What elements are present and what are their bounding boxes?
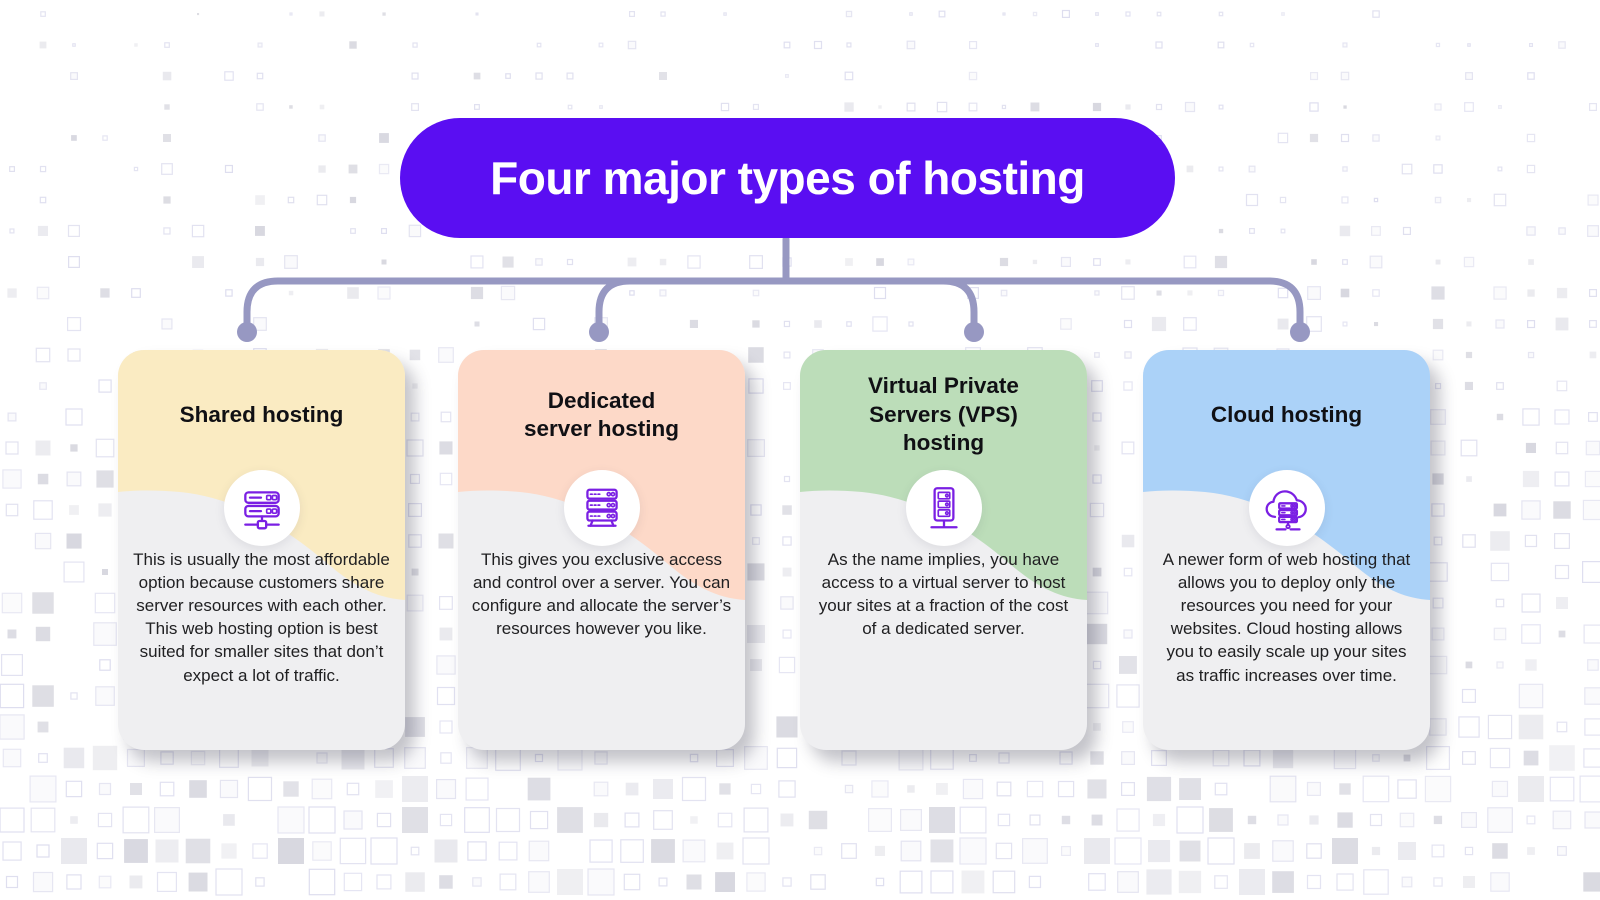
branch-line-3 [939,277,978,336]
connector-dot-2 [589,322,609,342]
main-branch-line [243,277,1304,336]
card-description: A newer form of web hosting that allows … [1162,550,1411,685]
dedicated-server-rack-icon [563,470,640,546]
branch-line-2 [595,277,634,336]
card-description: This is usually the most affordable opti… [133,550,390,685]
page-title: Four major types of hosting [490,152,1085,204]
shared-server-network-icon [223,470,300,546]
title-banner: Four major types of hosting [400,118,1175,238]
card-vps-hosting: Virtual Private Servers (VPS) hosting As… [800,350,1087,750]
card-cloud-hosting: Cloud hosting A [1143,350,1430,750]
card-title: Virtual Private Servers (VPS) hosting [868,373,1019,456]
connector-dot-4 [1290,322,1310,342]
card-title: Shared hosting [179,401,344,427]
card-title: Cloud hosting [1210,401,1363,427]
card-description: This gives you exclusive access and cont… [471,550,732,639]
card-shared-hosting: Shared hosting This is usually the most … [118,350,405,750]
card-dedicated-server-hosting: Dedicated server hosting This give [458,350,745,750]
connector-dot-3 [964,322,984,342]
vps-tower-icon [905,470,982,546]
connector-dot-1 [237,322,257,342]
cloud-server-icon [1248,470,1325,546]
card-title: Dedicated server hosting [523,387,680,441]
card-description: As the name implies, you have access to … [818,550,1069,639]
